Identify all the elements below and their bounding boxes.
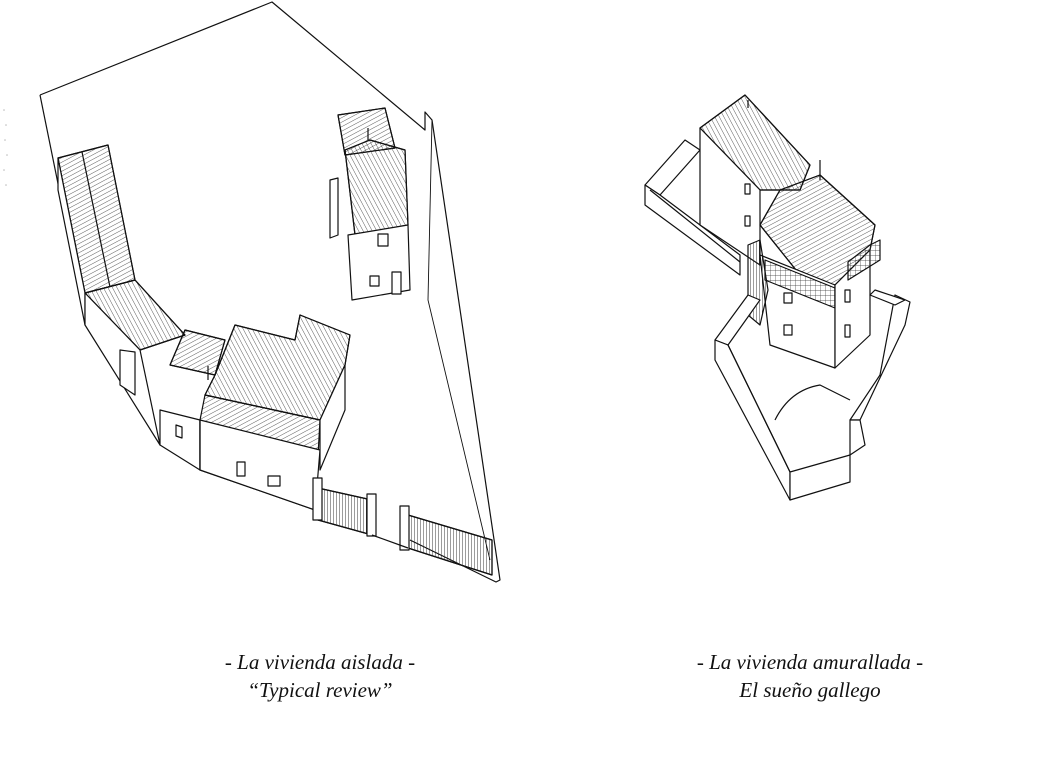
caption-subtitle: “Typical review” — [247, 678, 393, 702]
main-house — [199, 314, 351, 511]
lower-wing — [84, 279, 186, 446]
edge-dots — [3, 109, 8, 186]
front-tower — [759, 160, 881, 369]
plot-boundary — [39, 1, 501, 583]
caption-subtitle: El sueño gallego — [739, 678, 881, 702]
caption-title: - La vivienda aislada - — [224, 650, 416, 674]
front-wall — [714, 289, 911, 501]
walled-house-axonometric — [644, 94, 911, 501]
tall-block — [699, 94, 811, 266]
front-fence — [312, 477, 493, 576]
outbuilding — [329, 107, 411, 301]
caption-title: - La vivienda amurallada - — [696, 650, 924, 674]
caption-isolated-house: - La vivienda aislada - “Typical review” — [160, 648, 480, 704]
caption-walled-house: - La vivienda amurallada - El sueño gall… — [650, 648, 970, 704]
isolated-house-axonometric — [39, 1, 501, 583]
